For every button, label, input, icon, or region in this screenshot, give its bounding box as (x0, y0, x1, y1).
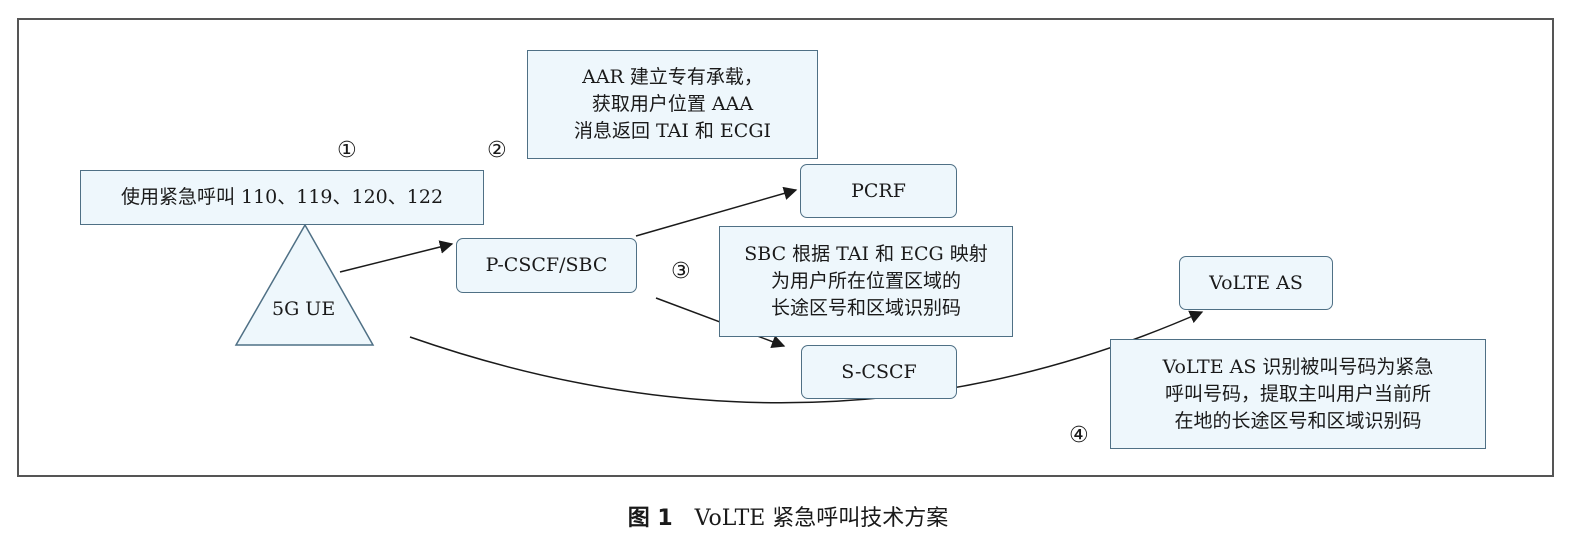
arrow-ue-to-pcscf (339, 240, 454, 273)
figure-caption: 图 1 VoLTE 紧急呼叫技术方案 (0, 500, 1576, 532)
arrow-pcscf-to-pcrf (635, 186, 798, 237)
step-marker-3: ③ (671, 259, 691, 284)
step-marker-1: ① (337, 138, 357, 163)
step-marker-4: ④ (1069, 423, 1089, 448)
note-step4: VoLTE AS 识别被叫号码为紧急 呼叫号码，提取主叫用户当前所 在地的长途区… (1110, 339, 1486, 449)
step-marker-2: ② (487, 138, 507, 163)
note-step3: SBC 根据 TAI 和 ECG 映射 为用户所在位置区域的 长途区号和区域识别… (719, 226, 1013, 337)
ue-triangle[interactable] (234, 223, 375, 346)
ue-label: 5G UE (272, 298, 336, 320)
diagram-frame (17, 18, 1554, 477)
node-pcscf-sbc[interactable]: P-CSCF/SBC (456, 238, 637, 293)
node-pcrf[interactable]: PCRF (800, 164, 957, 218)
note-step2: AAR 建立专有承载， 获取用户位置 AAA 消息返回 TAI 和 ECGI (527, 50, 818, 159)
arrow-ue-to-volte-as (409, 310, 1204, 404)
node-scscf[interactable]: S-CSCF (801, 345, 957, 399)
figure-title: VoLTE 紧急呼叫技术方案 (694, 506, 949, 531)
figure-number: 图 1 (627, 506, 673, 531)
node-volte-as[interactable]: VoLTE AS (1179, 256, 1333, 310)
note-step1: 使用紧急呼叫 110、119、120、122 (80, 170, 484, 225)
